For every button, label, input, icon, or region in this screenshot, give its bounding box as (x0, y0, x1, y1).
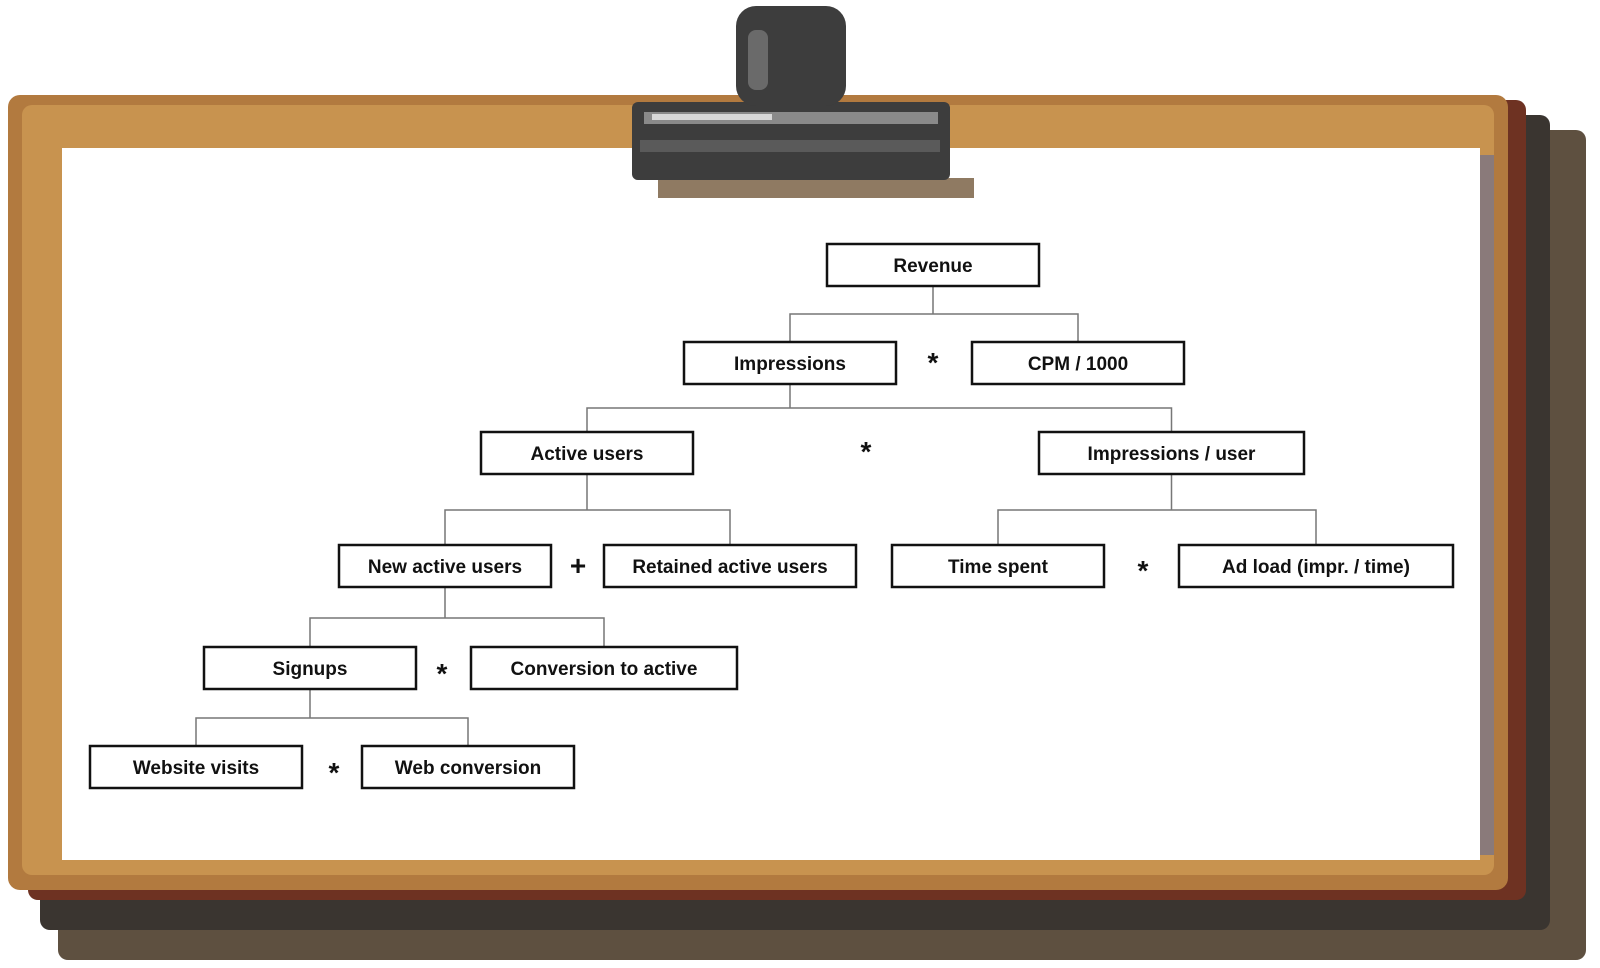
clip-shadow (658, 178, 974, 198)
node-box-conversion-to-active (469, 645, 739, 691)
node-label-retained-active-users: Retained active users (632, 557, 827, 578)
node-label-new-active-users: New active users (368, 557, 522, 578)
operator-impressions-split: * (861, 436, 872, 467)
clip-top-highlight (748, 30, 768, 90)
node-box-web-conversion (360, 744, 576, 790)
clip-base-band-light (652, 114, 772, 120)
connector-new-active-users (309, 587, 605, 647)
node-box-impressions (682, 340, 898, 386)
node-box-website-visits (88, 744, 304, 790)
node-time-spent: Time spent (890, 543, 1106, 589)
connector-active-users (444, 474, 731, 545)
node-label-signups: Signups (273, 659, 348, 680)
node-new-active-users: New active users (337, 543, 553, 589)
node-box-time-spent (890, 543, 1106, 589)
operator-new-active-users-split: * (437, 658, 448, 689)
paper-right-edge (1480, 155, 1494, 855)
node-label-website-visits: Website visits (133, 758, 259, 779)
operator-revenue-split: * (928, 347, 939, 378)
node-label-cpm: CPM / 1000 (1028, 354, 1128, 375)
node-label-conversion-to-active: Conversion to active (511, 659, 698, 680)
paper-sheet (62, 148, 1480, 860)
node-conversion-to-active: Conversion to active (469, 645, 739, 691)
operator-active-users-split: + (570, 550, 586, 581)
node-label-active-users: Active users (530, 444, 643, 465)
node-web-conversion: Web conversion (360, 744, 576, 790)
node-label-web-conversion: Web conversion (395, 758, 541, 779)
connector-signups (195, 689, 469, 746)
connector-revenue (789, 286, 1079, 342)
node-box-signups (202, 645, 418, 691)
node-box-retained-active-users (602, 543, 858, 589)
node-label-impressions-per-user: Impressions / user (1088, 444, 1257, 465)
node-box-ad-load (1177, 543, 1455, 589)
node-label-revenue: Revenue (893, 256, 972, 277)
node-signups: Signups (202, 645, 418, 691)
node-website-visits: Website visits (88, 744, 304, 790)
connector-lines (195, 286, 1317, 746)
node-ad-load: Ad load (impr. / time) (1177, 543, 1455, 589)
node-revenue: Revenue (825, 242, 1041, 288)
connector-impressions-per-user (997, 474, 1317, 545)
node-active-users: Active users (479, 430, 695, 476)
clip-lower-band (640, 140, 940, 152)
node-label-impressions: Impressions (734, 354, 846, 375)
node-label-time-spent: Time spent (948, 557, 1049, 578)
node-retained-active-users: Retained active users (602, 543, 858, 589)
node-impressions: Impressions (682, 340, 898, 386)
operator-layer: * * + * * * (329, 347, 1149, 788)
operator-signups-split: * (329, 757, 340, 788)
node-box-impressions-per-user (1037, 430, 1306, 476)
node-cpm: CPM / 1000 (970, 340, 1186, 386)
node-box-revenue (825, 242, 1041, 288)
node-box-active-users (479, 430, 695, 476)
node-box-cpm (970, 340, 1186, 386)
node-box-new-active-users (337, 543, 553, 589)
node-impressions-per-user: Impressions / user (1037, 430, 1306, 476)
node-label-ad-load: Ad load (impr. / time) (1222, 557, 1410, 578)
connector-impressions (586, 384, 1173, 432)
operator-impressions-per-user-split: * (1138, 555, 1149, 586)
